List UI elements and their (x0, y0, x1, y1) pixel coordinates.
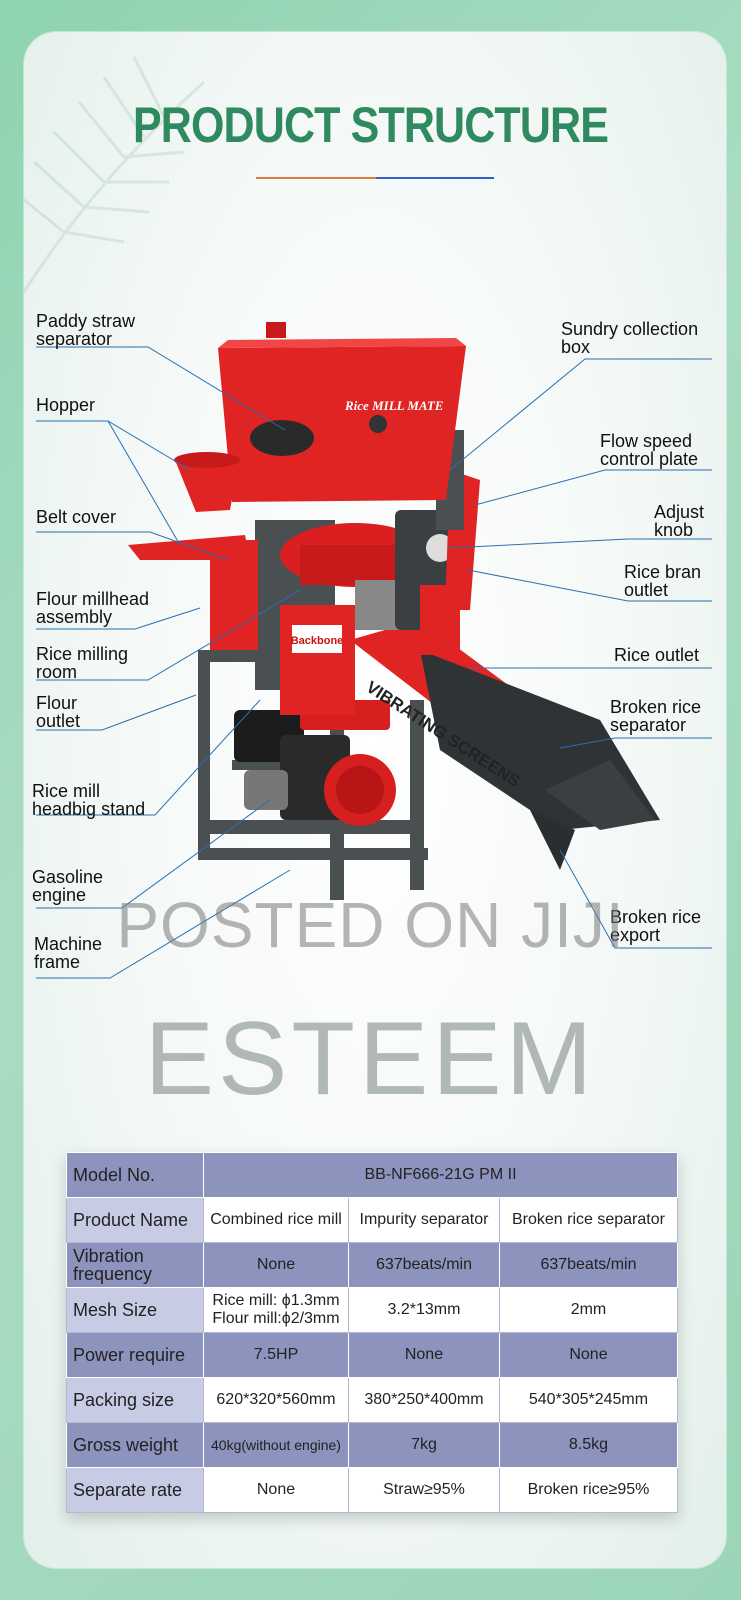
table-cell: Combined rice mill (203, 1197, 349, 1243)
table-cell: None (498, 1332, 679, 1378)
palm-leaf-decoration (24, 56, 206, 293)
page-title: PRODUCT STRUCTURE (132, 97, 609, 153)
table-cell: 637beats/min (498, 1242, 679, 1288)
watermark-brand: ESTEEM (144, 1001, 597, 1117)
rice-mill-illustration: VIBRATING SCREENS Backbone Rice MILL MAT… (36, 322, 712, 979)
table-row: Separate rate None Straw≥95% Broken rice… (66, 1467, 679, 1513)
table-cell: Rice mill: ϕ1.3mm Flour mill:ϕ2/3mm (203, 1287, 349, 1333)
table-row: Packing size 620*320*560mm 380*250*400mm… (66, 1377, 679, 1423)
row-header: Packing size (66, 1377, 204, 1423)
table-cell: 2mm (498, 1287, 679, 1333)
brand-label: Backbone (291, 635, 344, 647)
row-header: Gross weight (66, 1422, 204, 1468)
label-rice-outlet: Rice outlet (614, 645, 700, 665)
table-cell: Broken rice separator (498, 1197, 679, 1243)
table-cell: Impurity separator (348, 1197, 500, 1243)
table-cell: 40kg(without engine) (203, 1422, 349, 1468)
table-cell: 7kg (348, 1422, 500, 1468)
table-row: Power require 7.5HP None None (66, 1332, 679, 1378)
table-cell: None (348, 1332, 500, 1378)
table-row: Vibration frequency None 637beats/min 63… (66, 1242, 679, 1288)
row-header: Separate rate (66, 1467, 204, 1513)
specification-table: Model No. BB-NF666-21G PM II Product Nam… (66, 1152, 679, 1513)
table-cell: 637beats/min (348, 1242, 500, 1288)
hopper-text: Rice MILL MATE (344, 398, 444, 413)
row-header: Product Name (66, 1197, 204, 1243)
table-cell: None (203, 1242, 349, 1288)
row-header: Vibration frequency (66, 1242, 204, 1288)
row-header: Model No. (66, 1152, 204, 1198)
table-row: Mesh Size Rice mill: ϕ1.3mm Flour mill:ϕ… (66, 1287, 679, 1333)
table-cell: BB-NF666-21G PM II (203, 1152, 678, 1198)
table-row: Model No. BB-NF666-21G PM II (66, 1152, 678, 1198)
table-cell: Broken rice≥95% (498, 1467, 679, 1513)
table-cell: None (203, 1467, 349, 1513)
table-row: Gross weight 40kg(without engine) 7kg 8.… (66, 1422, 679, 1468)
table-cell: 540*305*245mm (498, 1377, 679, 1423)
row-header: Power require (66, 1332, 204, 1378)
title-rule-left (256, 177, 376, 179)
table-row: Product Name Combined rice mill Impurity… (66, 1197, 679, 1243)
table-cell: 3.2*13mm (348, 1287, 500, 1333)
table-cell: 7.5HP (203, 1332, 349, 1378)
table-cell: 380*250*400mm (348, 1377, 500, 1423)
leader-lines-left (36, 346, 301, 979)
title-rule-right (376, 177, 494, 179)
table-cell: 620*320*560mm (203, 1377, 349, 1423)
table-cell: Straw≥95% (348, 1467, 500, 1513)
leader-lines-right (447, 358, 712, 949)
watermark-posted-on-jiji: POSTED ON JIJI (116, 889, 625, 961)
label-hopper: Hopper (36, 395, 96, 415)
table-cell: 8.5kg (498, 1422, 679, 1468)
hopper: Rice MILL MATE (174, 322, 466, 512)
row-header: Mesh Size (66, 1287, 204, 1333)
label-belt-cover: Belt cover (36, 507, 117, 527)
